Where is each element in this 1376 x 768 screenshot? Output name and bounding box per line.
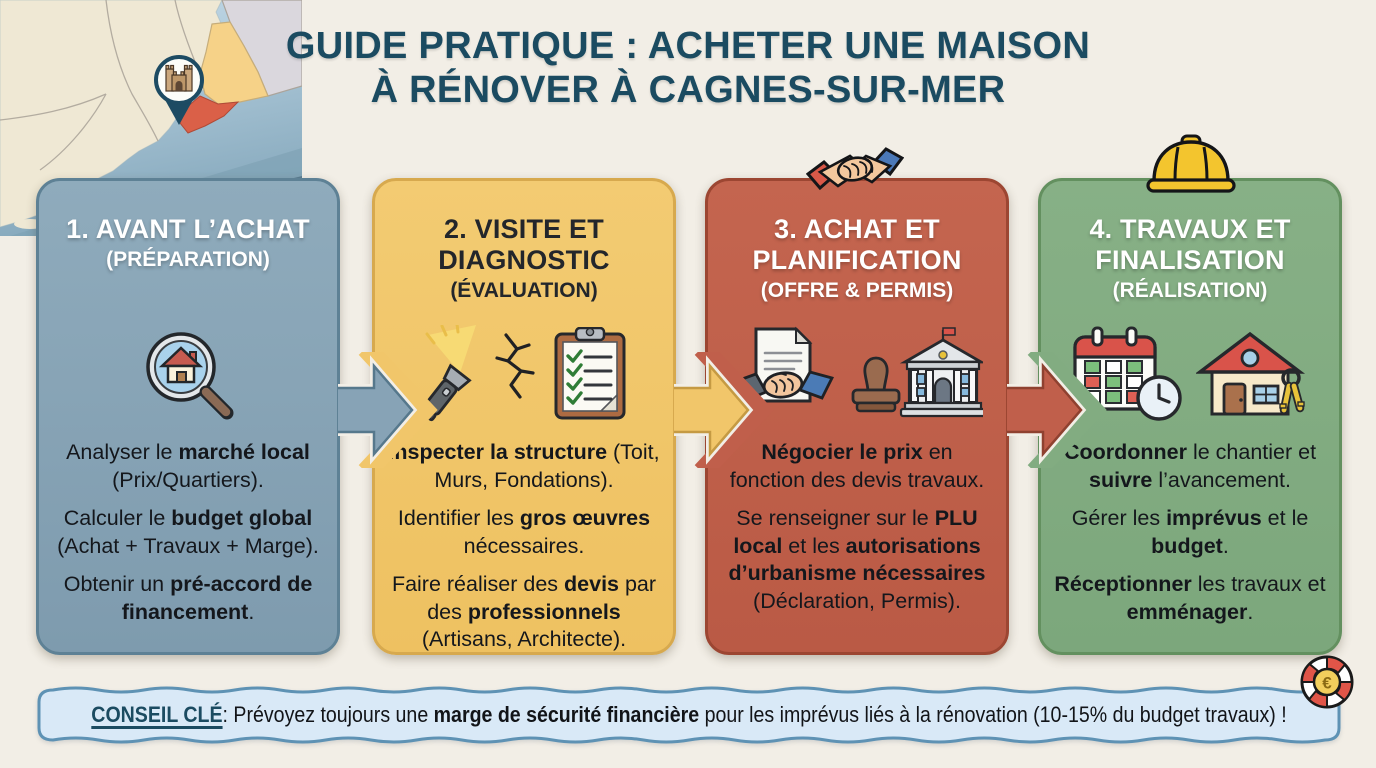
step-4-subheading: (RÉALISATION) xyxy=(1112,279,1268,303)
step-4-header: 4. TRAVAUX ET FINALISATION (RÉALISATION) xyxy=(1041,181,1339,303)
step-2-icons xyxy=(375,322,673,426)
checklist-clipboard-icon xyxy=(554,327,625,420)
step-4-items: Coordonner le chantier et suivre l’avanc… xyxy=(1054,439,1326,637)
flashlight-crack-icon xyxy=(421,325,535,422)
step-item: Se renseigner sur le PLU local et les au… xyxy=(728,506,986,613)
handshake-icon xyxy=(806,147,904,191)
step-item: Obtenir un pré-accord de financement. xyxy=(63,572,313,624)
lifebuoy-euro-icon: € xyxy=(1300,655,1354,709)
step-2-heading: 2. VISITE ET DIAGNOSTIC xyxy=(438,214,610,276)
step-3-heading: 3. ACHAT ET PLANIFICATION xyxy=(752,214,962,276)
hard-hat-icon xyxy=(1146,134,1236,193)
step-card-2: 2. VISITE ET DIAGNOSTIC (ÉVALUATION) xyxy=(372,178,676,655)
step-1-heading: 1. AVANT L’ACHAT xyxy=(66,214,310,244)
house-magnifier-icon xyxy=(146,332,234,420)
step-2-subheading: (ÉVALUATION) xyxy=(450,279,598,303)
highlight-region xyxy=(199,21,269,105)
castle-icon xyxy=(165,64,193,92)
tip-text: CONSEIL CLÉ : Prévoyez toujours une marg… xyxy=(91,684,1286,746)
tip-banner-background xyxy=(37,686,1341,744)
step-item: Analyser le marché local (Prix/Quartiers… xyxy=(66,440,310,492)
step-item: Faire réaliser des devis par des profess… xyxy=(391,572,657,652)
tip-message: : Prévoyez toujours une marge de sécurit… xyxy=(222,702,1287,727)
step-4-icons xyxy=(1041,322,1339,426)
step-card-1: 1. AVANT L’ACHAT (PRÉPARATION) Analyser … xyxy=(36,178,340,655)
svg-text:€: € xyxy=(1322,674,1332,693)
step-item: Négocier le prix en fonction des devis t… xyxy=(729,440,985,492)
step-1-subheading: (PRÉPARATION) xyxy=(106,248,270,272)
step-3-icons xyxy=(708,322,1006,426)
step-3-header: 3. ACHAT ET PLANIFICATION (OFFRE & PERMI… xyxy=(708,181,1006,303)
contract-handshake-icon xyxy=(731,326,834,404)
step-item: Calculer le budget global (Achat + Trava… xyxy=(57,506,319,558)
tip-banner: CONSEIL CLÉ : Prévoyez toujours une marg… xyxy=(36,684,1342,746)
step-2-header: 2. VISITE ET DIAGNOSTIC (ÉVALUATION) xyxy=(375,181,673,303)
step-3-subheading: (OFFRE & PERMIS) xyxy=(760,279,954,303)
house-keys-icon xyxy=(1195,331,1305,416)
page-title-line2: À RÉNOVER À CAGNES-SUR-MER xyxy=(370,69,1006,112)
step-1-icons xyxy=(39,322,337,426)
step-2-items: Inspecter la structure (Toit, Murs, Fond… xyxy=(388,439,660,665)
step-4-heading: 4. TRAVAUX ET FINALISATION xyxy=(1089,214,1291,276)
location-pin xyxy=(154,55,204,125)
stamp-town-hall-icon xyxy=(851,327,983,418)
step-3-items: Négocier le prix en fonction des devis t… xyxy=(721,439,993,626)
step-item: Coordonner le chantier et suivre l’avanc… xyxy=(1063,440,1317,492)
step-1-items: Analyser le marché local (Prix/Quartiers… xyxy=(52,439,324,637)
step-item: Identifier les gros œuvres nécessaires. xyxy=(397,506,651,558)
step-1-header: 1. AVANT L’ACHAT (PRÉPARATION) xyxy=(39,181,337,272)
page-title-line1: GUIDE PRATIQUE : ACHETER UNE MAISON xyxy=(285,25,1091,67)
step-card-4: 4. TRAVAUX ET FINALISATION (RÉALISATION) xyxy=(1038,178,1342,655)
page-title: GUIDE PRATIQUE : ACHETER UNE MAISON À RÉ… xyxy=(0,24,1376,112)
step-item: Gérer les imprévus et le budget. xyxy=(1071,506,1309,558)
step-card-3: 3. ACHAT ET PLANIFICATION (OFFRE & PERMI… xyxy=(705,178,1009,655)
calendar-clock-icon xyxy=(1072,326,1182,421)
tip-label: CONSEIL CLÉ xyxy=(91,702,223,727)
step-item: Inspecter la structure (Toit, Murs, Fond… xyxy=(388,440,660,492)
step-item: Réceptionner les travaux et emménager. xyxy=(1054,572,1326,624)
